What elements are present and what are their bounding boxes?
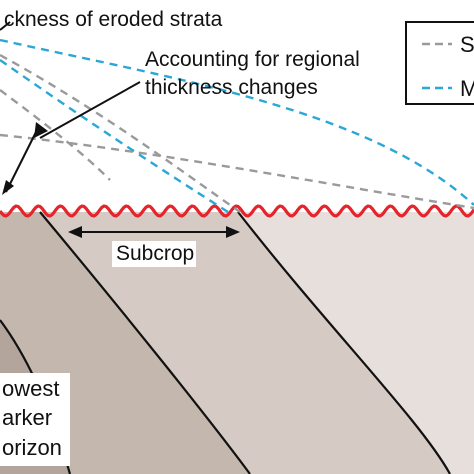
arrow-regional-main <box>39 81 141 139</box>
legend-label-1: S <box>460 32 474 57</box>
label-lowest-line-1: owest <box>2 376 59 401</box>
projection-grey-dashed-2 <box>0 133 474 210</box>
projection-grey-dashed-1 <box>0 53 241 213</box>
label-regional-line-2: thickness changes <box>145 76 318 99</box>
arrow-eroded-thickness <box>0 21 11 31</box>
arrow-regional-lower <box>5 127 39 193</box>
projection-grey-dashed-3 <box>0 89 111 181</box>
label-regional-line-1: Accounting for regional <box>145 48 360 71</box>
layer-light <box>40 212 450 474</box>
label-eroded-thickness: ckness of eroded strata <box>4 8 223 31</box>
arrow-regional-head-1 <box>34 122 48 138</box>
projection-blue-dashed-1 <box>0 38 474 206</box>
layer-lightest <box>238 212 474 474</box>
subcrop-arrowhead-right <box>226 226 240 238</box>
subcrop-label-bg <box>112 241 196 267</box>
contact-line-2 <box>237 211 451 474</box>
label-subcrop: Subcrop <box>116 242 194 265</box>
contact-line-1 <box>39 211 251 474</box>
legend-box <box>405 21 474 105</box>
legend-label-2: M <box>460 76 474 101</box>
projection-blue-dashed-2 <box>0 59 229 214</box>
lowest-label-bg <box>0 373 70 466</box>
label-lowest-line-3: orizon <box>2 435 62 460</box>
label-lowest-line-2: arker <box>2 405 52 430</box>
subcrop-arrowhead-left <box>68 226 82 238</box>
unconformity-wavy-line <box>0 204 474 218</box>
arrow-regional-head-2 <box>2 180 14 195</box>
